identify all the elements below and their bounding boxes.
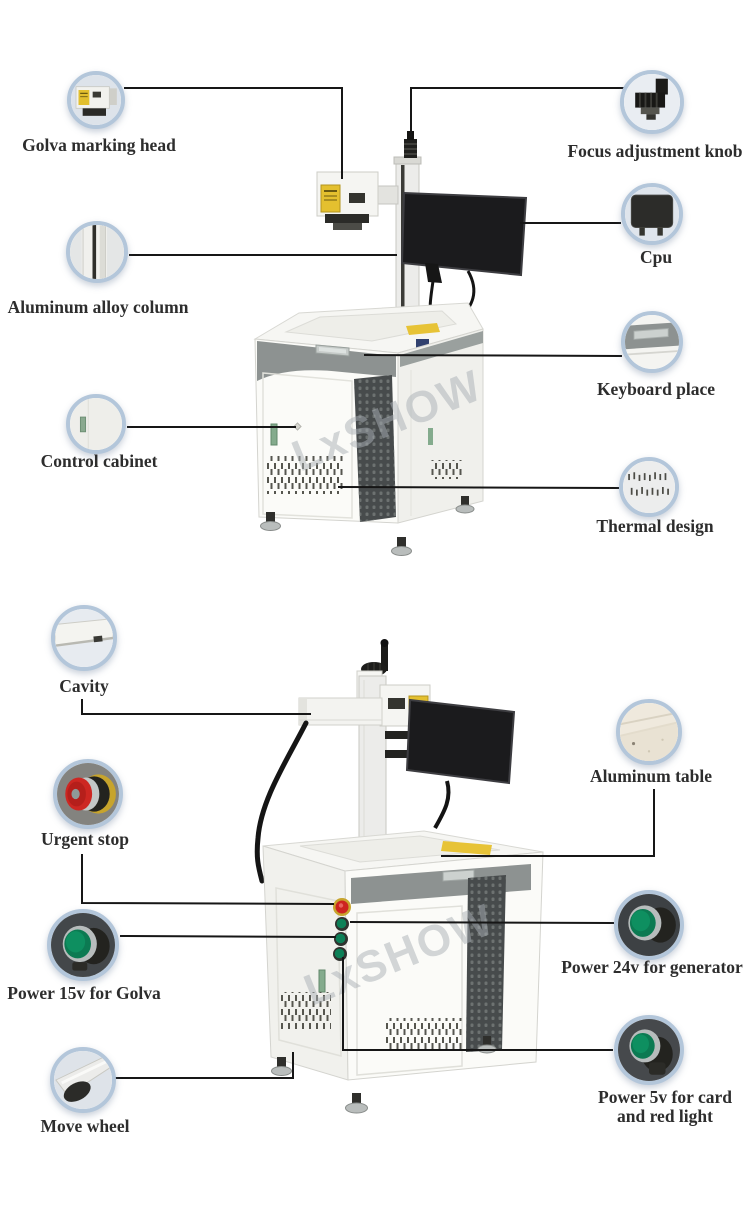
- callout-power-15v: [47, 909, 119, 981]
- callout-power-24v: [614, 890, 684, 960]
- connector-power-15v: [119, 935, 337, 938]
- keyboard-place-photo: [625, 315, 679, 369]
- label-power-24v: Power 24v for generator: [561, 957, 743, 977]
- label-power-15v: Power 15v for Golva: [7, 983, 161, 1003]
- callout-power-5v: [614, 1015, 684, 1085]
- callout-keyboard-place: [621, 311, 683, 373]
- connector-power-24v: [349, 921, 615, 924]
- thermal-design-photo: [623, 461, 675, 513]
- control-cabinet-photo: [70, 398, 122, 450]
- label-power-5v: Power 5v for card and red light: [598, 1087, 732, 1127]
- connector-urgent-stop: [81, 854, 335, 905]
- label-cpu: Cpu: [639, 247, 673, 267]
- label-urgent-stop: Urgent stop: [41, 829, 129, 849]
- label-keyboard-place: Keyboard place: [596, 379, 716, 399]
- callout-urgent-stop: [53, 759, 123, 829]
- column-photo: [70, 225, 124, 279]
- callout-cavity: [51, 605, 117, 671]
- cavity-photo: [55, 609, 113, 667]
- connector-golva-marking-head: [124, 87, 343, 179]
- foot: [271, 1066, 292, 1076]
- foot: [391, 546, 412, 556]
- callout-focus-adjustment-knob: [620, 70, 684, 134]
- label-aluminum-table: Aluminum table: [589, 766, 713, 786]
- callout-thermal-design: [619, 457, 679, 517]
- callout-aluminum-alloy-column: [66, 221, 128, 283]
- label-thermal-design: Thermal design: [596, 516, 714, 536]
- connector-move-wheel: [115, 1052, 294, 1079]
- bottom-thermal-holes: [385, 1018, 462, 1051]
- label-golva-marking-head: Golva marking head: [22, 135, 176, 155]
- power-5v-photo: [618, 1019, 680, 1081]
- aluminum-table-photo: [620, 703, 678, 761]
- bottom-cavity-arm: [298, 697, 383, 726]
- foot: [260, 521, 281, 531]
- focus-knob-photo: [624, 74, 680, 130]
- green-power-button: [336, 918, 347, 929]
- top-thermal-holes: [266, 456, 344, 494]
- power-cable: [254, 720, 309, 884]
- green-power-button: [335, 933, 346, 944]
- power-15v-photo: [51, 913, 115, 977]
- label-cavity: Cavity: [59, 676, 109, 696]
- connector-keyboard-place: [363, 354, 623, 357]
- callout-control-cabinet: [66, 394, 126, 454]
- foot: [455, 504, 475, 514]
- foot: [345, 1102, 368, 1114]
- machine-top: LxSHOW: [253, 131, 528, 556]
- connector-lines: [81, 87, 655, 1079]
- door-handle: [270, 423, 278, 446]
- top-monitor: [400, 191, 528, 277]
- cpu-photo: [625, 187, 679, 241]
- power-24v-photo: [618, 894, 680, 956]
- connector-aluminum-table: [441, 789, 655, 857]
- green-power-button: [334, 948, 345, 959]
- warning-sticker: [320, 184, 341, 213]
- callout-aluminum-table: [616, 699, 682, 765]
- label-focus-adjustment-knob: Focus adjustment knob: [567, 141, 743, 161]
- label-move-wheel: Move wheel: [40, 1116, 130, 1136]
- urgent-stop-photo: [57, 763, 119, 825]
- connector-power-5v: [342, 957, 613, 1051]
- callout-golva-marking-head: [67, 71, 125, 129]
- marking-head-photo: [71, 75, 121, 125]
- callout-move-wheel: [50, 1047, 116, 1113]
- label-aluminum-alloy-column: Aluminum alloy column: [7, 297, 189, 317]
- bottom-monitor: [405, 698, 516, 785]
- callout-cpu: [621, 183, 683, 245]
- connector-cavity: [81, 699, 311, 715]
- connector-thermal-design: [337, 486, 620, 489]
- connector-focus-adjustment-knob: [410, 87, 628, 137]
- label-control-cabinet: Control cabinet: [40, 451, 158, 471]
- machine-bottom: LxSHOW: [254, 639, 544, 1114]
- move-wheel-photo: [54, 1051, 112, 1109]
